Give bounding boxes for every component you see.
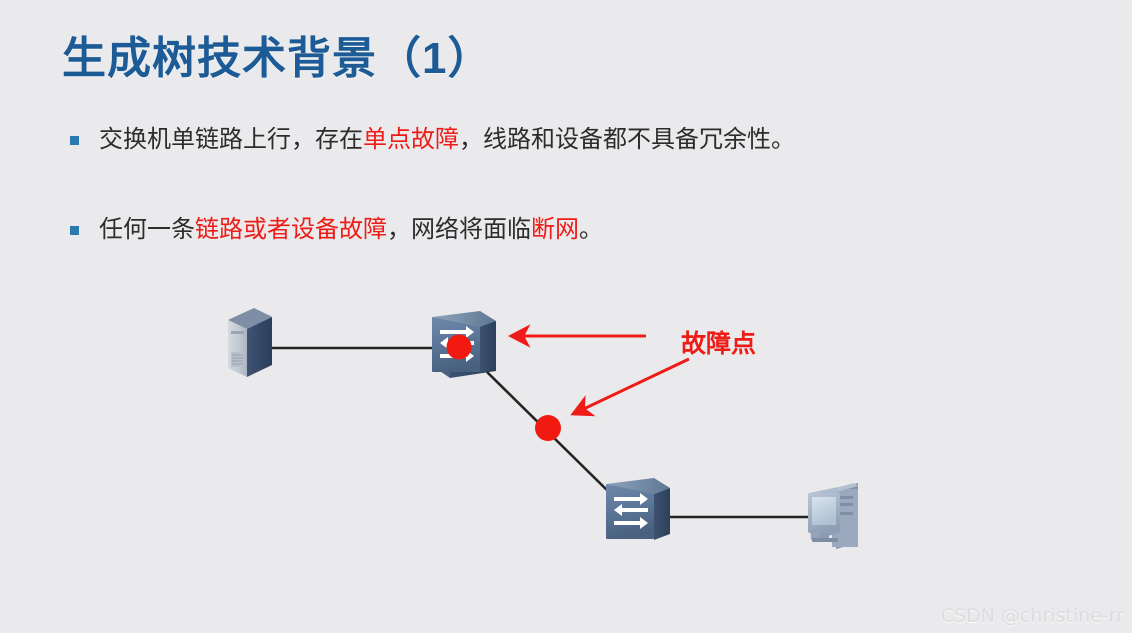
square-bullet-icon	[70, 226, 79, 235]
bullet-text-2: 任何一条链路或者设备故障，网络将面临断网。	[99, 212, 603, 246]
bullet-2-segment-1: 链路或者设备故障	[195, 215, 387, 243]
square-bullet-icon	[70, 136, 79, 145]
bullet-1-segment-2: ，线路和设备都不具备冗余性。	[459, 125, 795, 153]
bullet-1-segment-1: 单点故障	[363, 125, 459, 153]
watermark: CSDN @christine-rr	[940, 605, 1124, 627]
switch-icon-bottom	[606, 478, 670, 540]
bullet-item-2: 任何一条链路或者设备故障，网络将面临断网。	[70, 212, 603, 246]
server-tower-icon	[228, 308, 272, 377]
bullet-text-1: 交换机单链路上行，存在单点故障，线路和设备都不具备冗余性。	[99, 122, 795, 156]
diagram-links	[270, 346, 812, 519]
bullet-2-segment-4: 。	[579, 215, 603, 243]
bullet-2-segment-3: 断网	[531, 215, 579, 243]
page-title: 生成树技术背景（1）	[62, 34, 493, 83]
switch-icon-top	[432, 311, 496, 378]
desktop-pc-icon	[808, 483, 858, 549]
fault-marker-switch	[446, 334, 472, 360]
bullet-2-segment-2: ，网络将面临	[387, 215, 531, 243]
callout-arrows	[508, 324, 690, 417]
bullet-1-segment-0: 交换机单链路上行，存在	[99, 125, 363, 153]
callout-arrow-to-link	[570, 357, 690, 417]
bullet-item-1: 交换机单链路上行，存在单点故障，线路和设备都不具备冗余性。	[70, 122, 795, 156]
fault-point-label: 故障点	[681, 329, 757, 358]
link-switch-top-to-switch-bottom	[486, 371, 613, 496]
bullet-2-segment-0: 任何一条	[99, 215, 195, 243]
fault-marker-link	[535, 415, 561, 441]
